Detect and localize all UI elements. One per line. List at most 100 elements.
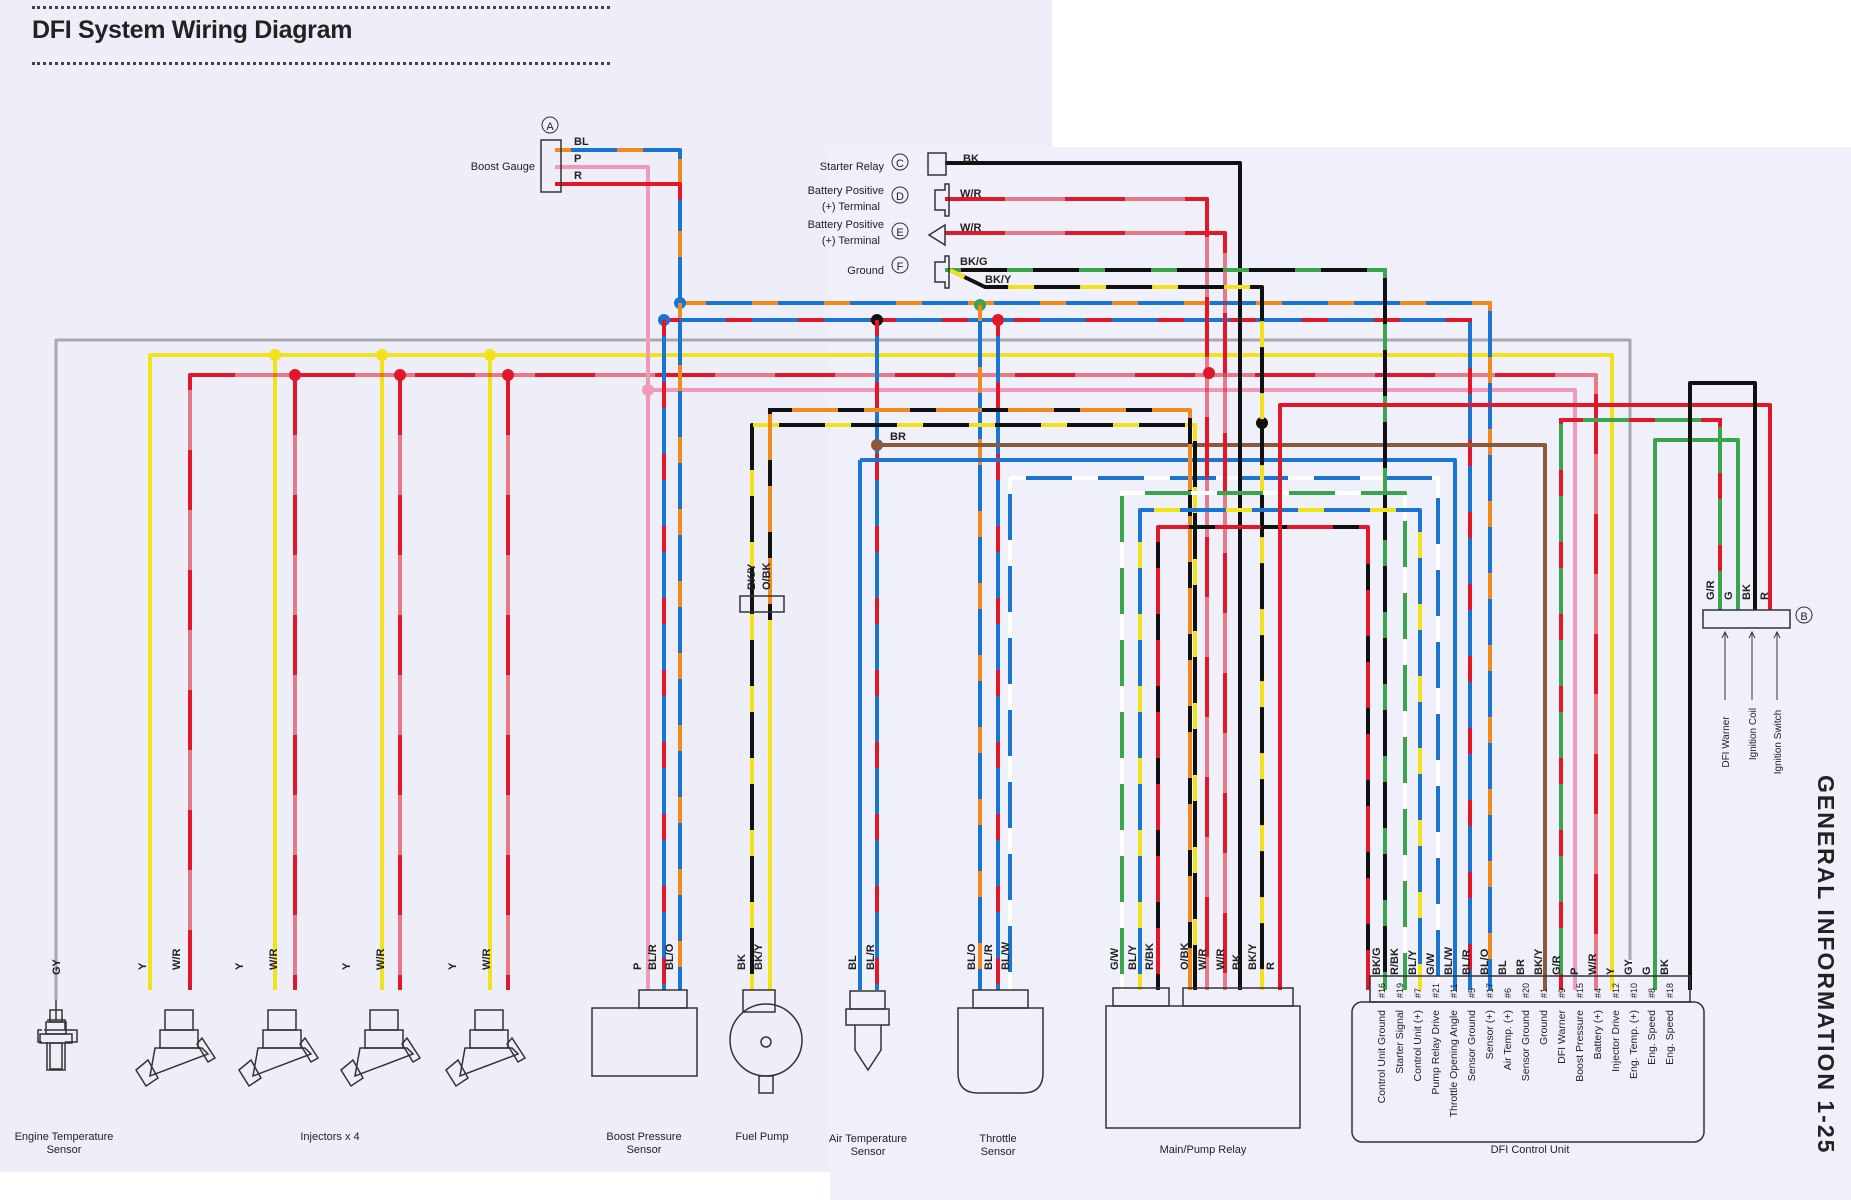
connector-a-badge — [541, 116, 559, 134]
component-caption: Sensor — [627, 1144, 662, 1156]
main-pump-relay-wire-label: W/R — [1197, 949, 1209, 970]
injector-tip — [135, 1058, 159, 1088]
injector-2-wire-label: W/R — [268, 949, 280, 970]
dfi-control-unit-wire-label: BR — [1515, 959, 1527, 975]
page-title: DFI System Wiring Diagram — [32, 16, 353, 44]
ecu-pin-function: Boost Pressure — [1574, 1010, 1586, 1082]
ecu-pin-number: #8 — [1647, 988, 1657, 998]
boost-gauge-wire-label: R — [574, 170, 582, 182]
ecu-pin-number: #21 — [1431, 983, 1441, 998]
injector-body — [469, 1029, 509, 1049]
junction-y-0 — [269, 349, 281, 361]
inline-connector-label-2: O/BK — [761, 562, 773, 590]
wire-p-gauge — [555, 165, 650, 990]
wire-blw-throttle-tracer — [1010, 476, 1440, 990]
injector-connector — [474, 1009, 504, 1031]
air-temp-sensor-connector — [849, 990, 886, 1010]
ecu-pin-number: #19 — [1395, 983, 1405, 998]
injector-cap — [196, 1036, 217, 1064]
ground-label: Ground — [847, 265, 884, 277]
boost-sensor-body — [591, 1007, 698, 1077]
connector-b — [1702, 609, 1791, 629]
section-header: GENERAL INFORMATION 1-25 — [1813, 775, 1839, 1155]
wire-r-ignition — [1278, 403, 1772, 990]
injector-4 — [445, 1009, 527, 1088]
dfi-control-unit-wire-label: BL/R — [1461, 949, 1473, 975]
terminal-wire-label: W/R — [960, 222, 981, 234]
boost-gauge-wire-label: P — [574, 153, 581, 165]
component-caption: Sensor — [851, 1146, 886, 1158]
wire-gr — [1559, 418, 1722, 990]
injector-3-wire-label: W/R — [375, 949, 387, 970]
connector-b-wire-label: G/R — [1705, 580, 1717, 600]
connector-b-badge — [1795, 606, 1813, 624]
ecu-pin-number: #4 — [1593, 988, 1603, 998]
wire-bky-pump — [750, 423, 1197, 990]
connector-b-letter: B — [1800, 611, 1807, 623]
dfi-control-unit-wire-label: G/R — [1551, 955, 1563, 975]
dfi-control-unit-wire-label: G — [1641, 966, 1653, 975]
connector-b-wire-label: R — [1759, 592, 1771, 600]
wire-bky-ground — [949, 268, 1264, 990]
ecu-pin-function: Eng. Temp. (+) — [1628, 1010, 1640, 1079]
throttle-sensor-wire-label: BL/R — [983, 944, 995, 970]
junction-p — [642, 384, 654, 396]
ecu-pin-function: Eng. Speed — [1646, 1010, 1658, 1065]
wire-wr-battery-d — [945, 197, 1209, 990]
connector-f — [934, 255, 950, 289]
connector-b-target-label: Ignition Switch — [1773, 710, 1784, 774]
wire-rbk-tracer — [1156, 525, 1370, 990]
wire-blo-bus — [555, 148, 1492, 990]
throttle-sensor-connector — [972, 989, 1029, 1009]
junction-y-2 — [484, 349, 496, 361]
main-pump-relay-wire-label: BK/Y — [1247, 943, 1259, 970]
ecu-pin-function: Eng. Speed — [1664, 1010, 1676, 1065]
injector-3-wire-label: Y — [341, 962, 353, 970]
main-pump-relay-wire-label: W/R — [1215, 949, 1227, 970]
air-temperature-sensor-wire-label: BL — [847, 955, 859, 970]
wire-bly-tracer — [1138, 508, 1422, 990]
engine-temperature-sensor-wire-label: GY — [51, 958, 63, 975]
main-pump-relay-wire-label: R — [1265, 962, 1277, 970]
battery-e-label-2: (+) Terminal — [822, 235, 880, 247]
connector-a — [540, 139, 562, 193]
ecu-pin-number: #5 — [1467, 988, 1477, 998]
connector-b-target-label: DFI Warner — [1721, 716, 1732, 768]
dfi-control-unit-wire-label: BK — [1659, 959, 1671, 975]
ecu-pin-function: Control Unit (+) — [1412, 1010, 1424, 1081]
wire-y-injector — [148, 353, 1614, 990]
wire-blr-bus — [664, 318, 1472, 990]
connector-c — [927, 152, 947, 176]
wire-bl-air — [860, 458, 1457, 990]
ecu-body — [1351, 1001, 1705, 1143]
dfi-control-unit-wire-label: R/BK — [1389, 948, 1401, 975]
ecu-pin-function: Control Unit Ground — [1376, 1010, 1388, 1104]
wire-wr-battery-d-stripe — [945, 197, 1209, 990]
connector-b-target-label: Ignition Coil — [1748, 708, 1759, 760]
air-temperature-sensor-wire-label: BL/R — [865, 944, 877, 970]
ecu-pin-number: #20 — [1521, 983, 1531, 998]
junction-r-2 — [502, 369, 514, 381]
connector-c-letter: C — [896, 158, 904, 170]
injector-1-wire-label: W/R — [171, 949, 183, 970]
component-caption: DFI Control Unit — [1491, 1144, 1570, 1156]
inline-connector-label-1: BK/Y — [746, 563, 758, 590]
engine-temp-sensor-body — [45, 1021, 67, 1035]
component-caption: Fuel Pump — [735, 1131, 788, 1143]
dfi-control-unit-wire-label: GY — [1623, 958, 1635, 975]
main-pump-relay-wire-label: BK — [1231, 954, 1243, 970]
connector-b-wire-label: BK — [1741, 584, 1753, 600]
injector-connector — [267, 1009, 297, 1031]
injector-nozzle — [149, 1047, 210, 1078]
fuel-pump-wire-label: BK — [736, 954, 748, 970]
wire-gr-tracer — [1559, 418, 1722, 990]
connector-a-letter: A — [546, 121, 554, 133]
boost-pressure-sensor-wire-label: BL/R — [647, 944, 659, 970]
target-arrow — [1721, 630, 1729, 700]
connector-f-badge — [891, 256, 909, 274]
inline-connector — [739, 595, 785, 613]
component-caption: Boost Pressure — [606, 1131, 681, 1143]
connector-b-wire-label: G — [1723, 591, 1735, 600]
wire-r-gauge — [555, 182, 682, 200]
